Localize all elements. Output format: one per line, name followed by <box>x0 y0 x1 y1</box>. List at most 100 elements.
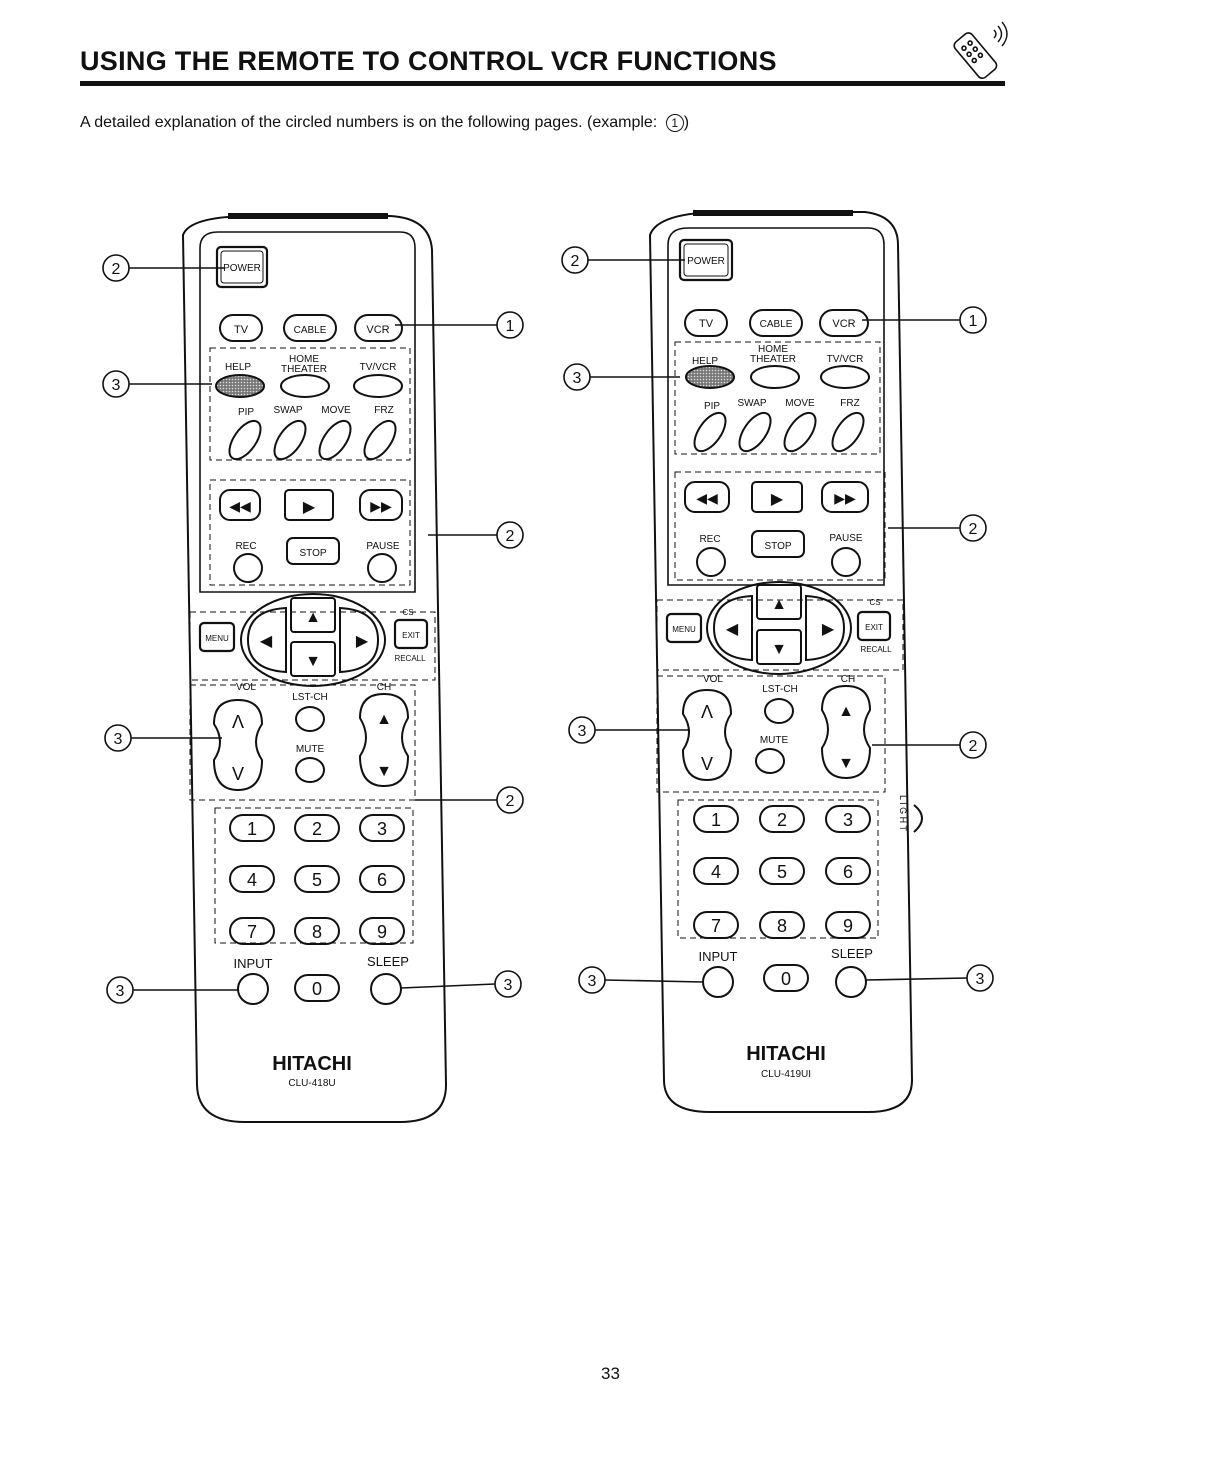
down-button[interactable] <box>290 641 336 677</box>
volume-rocker[interactable] <box>212 698 264 792</box>
play-button[interactable] <box>284 489 334 521</box>
input-button[interactable] <box>702 966 734 998</box>
stop-button[interactable] <box>286 537 340 565</box>
swap-label: SWAP <box>737 398 766 409</box>
menu-button[interactable] <box>198 621 236 653</box>
tv-label: TV <box>234 324 249 336</box>
light-button[interactable] <box>913 804 923 833</box>
digit-4-button[interactable] <box>229 865 275 893</box>
svg-text:1: 1 <box>506 318 515 335</box>
cable-label: CABLE <box>760 319 793 330</box>
help-button[interactable] <box>215 374 265 398</box>
tvvcr-button[interactable] <box>353 374 403 398</box>
digit-9-button[interactable] <box>825 911 871 939</box>
digit-8-label: 8 <box>312 922 322 942</box>
vcr-button[interactable] <box>819 309 869 337</box>
brand-logo: HITACHI <box>746 1043 826 1065</box>
lstch-button[interactable] <box>764 698 794 724</box>
mute-button[interactable] <box>755 748 785 774</box>
down-button[interactable] <box>756 629 802 665</box>
svg-text:3: 3 <box>976 971 985 988</box>
right-arrow-icon: ▶ <box>356 633 369 650</box>
swap-button[interactable] <box>733 408 776 457</box>
vcr-button[interactable] <box>354 314 403 342</box>
remote-control-icon <box>953 21 1008 80</box>
right-button[interactable] <box>339 606 380 674</box>
tv-button[interactable] <box>219 314 263 342</box>
tvvcr-button[interactable] <box>820 365 870 389</box>
power-button[interactable] <box>215 245 269 289</box>
ch-down-icon: ▼ <box>376 763 392 780</box>
frz-button[interactable] <box>358 416 401 465</box>
rec-label: REC <box>235 541 256 552</box>
exit-button[interactable] <box>856 610 892 642</box>
cable-button[interactable] <box>749 309 803 337</box>
digit-9-button[interactable] <box>359 917 405 945</box>
pip-button[interactable] <box>688 408 731 457</box>
help-button[interactable] <box>685 365 735 389</box>
rec-button[interactable] <box>233 553 263 583</box>
sleep-label: SLEEP <box>367 954 409 969</box>
page-title: USING THE REMOTE TO CONTROL VCR FUNCTION… <box>80 46 777 76</box>
sleep-button[interactable] <box>370 973 402 1005</box>
digit-4-button[interactable] <box>693 857 739 885</box>
digit-2-button[interactable] <box>759 805 805 833</box>
rewind-icon: ◀◀ <box>696 490 718 506</box>
digit-8-button[interactable] <box>294 917 340 945</box>
ch-up-icon: ▲ <box>838 703 854 720</box>
move-button[interactable] <box>778 408 821 457</box>
digit-8-button[interactable] <box>759 911 805 939</box>
move-button[interactable] <box>313 416 356 465</box>
rewind-button[interactable] <box>684 481 730 513</box>
fast-forward-button[interactable] <box>821 481 869 513</box>
stop-button[interactable] <box>751 530 805 558</box>
home-theater-button[interactable] <box>280 374 330 398</box>
pause-button[interactable] <box>831 547 861 577</box>
digit-0-button[interactable] <box>763 964 809 992</box>
digit-6-button[interactable] <box>359 865 405 893</box>
lstch-label: LST-CH <box>292 692 328 703</box>
svg-text:3: 3 <box>504 977 513 994</box>
tv-label: TV <box>699 318 714 330</box>
rec-button[interactable] <box>696 547 726 577</box>
up-button[interactable] <box>290 597 336 633</box>
digit-1-button[interactable] <box>693 805 739 833</box>
volume-rocker[interactable] <box>681 688 733 782</box>
digit-1-button[interactable] <box>229 814 275 842</box>
sleep-button[interactable] <box>835 966 867 998</box>
input-button[interactable] <box>237 973 269 1005</box>
up-button[interactable] <box>756 584 802 620</box>
up-arrow-icon: ▲ <box>771 596 787 613</box>
exit-button[interactable] <box>393 618 429 650</box>
digit-3-button[interactable] <box>359 814 405 842</box>
swap-button[interactable] <box>268 416 311 465</box>
pip-button[interactable] <box>223 416 266 465</box>
move-label: MOVE <box>321 405 351 416</box>
frz-button[interactable] <box>826 408 869 457</box>
digit-7-button[interactable] <box>693 911 739 939</box>
left-button[interactable] <box>246 606 287 674</box>
right-button[interactable] <box>805 594 846 662</box>
fast-forward-button[interactable] <box>359 489 403 521</box>
cable-button[interactable] <box>283 314 337 342</box>
pause-button[interactable] <box>367 553 397 583</box>
digit-0-label: 0 <box>312 979 322 999</box>
digit-6-button[interactable] <box>825 857 871 885</box>
lstch-button[interactable] <box>295 706 325 732</box>
channel-rocker[interactable] <box>358 692 410 788</box>
digit-2-button[interactable] <box>294 814 340 842</box>
remote-clu-418u: POWER TV CABLE VCR HELP HOME THEATER TV/… <box>181 213 448 1123</box>
digit-5-button[interactable] <box>294 865 340 893</box>
home-theater-button[interactable] <box>750 365 800 389</box>
menu-button[interactable] <box>665 612 703 644</box>
play-button[interactable] <box>751 481 803 513</box>
digit-7-button[interactable] <box>229 917 275 945</box>
digit-0-button[interactable] <box>294 974 340 1002</box>
digit-5-button[interactable] <box>759 857 805 885</box>
tv-button[interactable] <box>684 309 728 337</box>
mute-button[interactable] <box>295 757 325 783</box>
digit-3-button[interactable] <box>825 805 871 833</box>
rewind-button[interactable] <box>219 489 261 521</box>
vol-up-icon: Λ <box>232 712 244 732</box>
channel-rocker[interactable] <box>820 684 872 780</box>
